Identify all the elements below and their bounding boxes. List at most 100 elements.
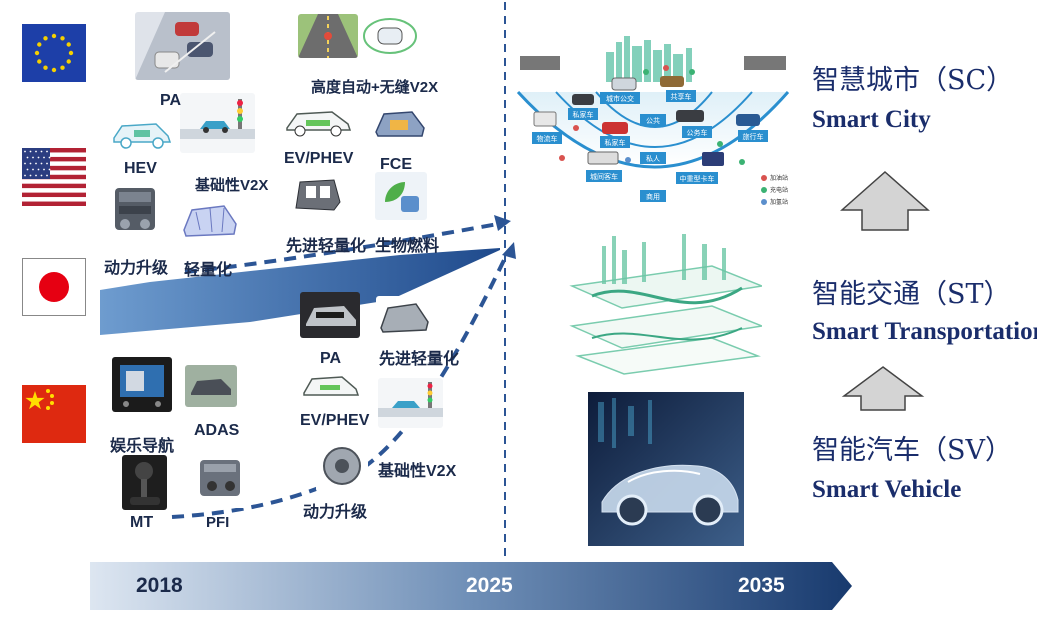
lower-dashed-arrow bbox=[171, 251, 510, 519]
public-tag: 公共 bbox=[646, 116, 660, 125]
eu-star-icon bbox=[51, 67, 57, 73]
china-flag bbox=[22, 385, 86, 443]
us-star-icon bbox=[48, 156, 51, 159]
private-car-tag-2: 私家车 bbox=[605, 138, 626, 147]
mt-label: MT bbox=[130, 514, 154, 531]
infotainment-screen-image bbox=[112, 357, 172, 412]
powertrain-label: 动力升级 bbox=[104, 260, 169, 277]
us-star-icon bbox=[48, 168, 51, 171]
us-star-icon bbox=[32, 156, 34, 159]
us-star-icon bbox=[29, 162, 32, 165]
eu-star-icon bbox=[37, 42, 42, 47]
sensor-car-image bbox=[360, 14, 420, 58]
legend-hydrogen: 加氢站 bbox=[770, 198, 788, 206]
bus-tag: 公务车 bbox=[687, 128, 708, 137]
heavy-truck-tag: 中重型卡车 bbox=[680, 174, 715, 183]
ev-phev-car-image bbox=[282, 98, 357, 142]
smart-transport-en-title: Smart Transportation bbox=[812, 318, 1037, 345]
us-star-icon bbox=[40, 162, 43, 165]
us-star-icon bbox=[37, 168, 40, 171]
year-2018: 2018 bbox=[136, 574, 183, 597]
private-car-tag-1: 私家车 bbox=[573, 110, 594, 119]
eu-star-icon bbox=[68, 50, 74, 56]
smart-vehicle-image bbox=[588, 392, 744, 546]
up-arrow-top bbox=[840, 170, 930, 231]
smart-city-zh-title: 智慧城市（SC） bbox=[812, 65, 1014, 96]
year-2025: 2025 bbox=[466, 574, 513, 597]
us-star-icon bbox=[24, 162, 26, 165]
smart-city-en-title: Smart City bbox=[812, 106, 931, 133]
china-big-star-icon bbox=[25, 391, 45, 410]
manual-gearshift-image bbox=[122, 455, 167, 510]
pa-label-lower: PA bbox=[320, 350, 342, 367]
smart-vehicle-zh-title: 智能汽车（SV） bbox=[812, 435, 1012, 466]
shared-car-tag: 共享车 bbox=[671, 92, 692, 101]
adas-car-image bbox=[185, 365, 237, 407]
timeline-bar bbox=[90, 562, 852, 610]
legend-fuel: 加油站 bbox=[770, 174, 788, 182]
eu-star-icon bbox=[37, 59, 42, 64]
us-star-icon bbox=[26, 156, 29, 159]
v2x-intersection-image bbox=[180, 93, 255, 153]
hev-car-image bbox=[108, 106, 176, 154]
city-bus-tag: 城市公交 bbox=[606, 94, 634, 103]
powertrain-engine-image-lower bbox=[316, 440, 368, 492]
highway-image bbox=[298, 14, 358, 58]
us-flag bbox=[22, 148, 86, 206]
us-star-icon bbox=[35, 174, 37, 177]
ev-phev-label-lower: EV/PHEV bbox=[300, 412, 370, 429]
eu-star-icon bbox=[60, 36, 65, 41]
eu-star-icon bbox=[34, 50, 40, 56]
us-star-icon bbox=[40, 174, 43, 177]
eu-star-icon bbox=[43, 36, 48, 41]
biofuel-label: 生物燃料 bbox=[375, 238, 440, 255]
high-auto-v2x-label: 高度自动+无缝V2X bbox=[311, 79, 439, 96]
private-tag: 私人 bbox=[646, 154, 660, 163]
us-star-icon bbox=[46, 150, 48, 153]
hev-label: HEV bbox=[124, 160, 157, 177]
smart-city-map: 城市公交 共享车 私家车 私家车 公共 物流车 公务车 旅行车 私人 城间客车 … bbox=[516, 36, 790, 206]
eu-star-icon bbox=[43, 65, 48, 70]
adv-lightweight-body-image-lower bbox=[376, 296, 431, 340]
basic-v2x-label-lower: 基础性V2X bbox=[378, 463, 457, 480]
engine-image bbox=[107, 178, 162, 248]
v2x-intersection-image-lower bbox=[378, 378, 443, 428]
legend-charge: 充电站 bbox=[770, 186, 788, 194]
adv-lightweight-label-lower: 先进轻量化 bbox=[379, 351, 460, 368]
upper-dashed-arrow bbox=[184, 222, 499, 274]
smart-transport-zh-title: 智能交通（ST） bbox=[812, 279, 1011, 310]
us-star-icon bbox=[37, 156, 40, 159]
powertrain-label-lower: 动力升级 bbox=[303, 504, 368, 521]
year-2035: 2035 bbox=[738, 574, 785, 597]
us-star-icon bbox=[32, 168, 34, 171]
infotainment-label: 娱乐导航 bbox=[110, 438, 175, 455]
development-wedge-arrow bbox=[100, 248, 500, 335]
pa-label: PA bbox=[160, 92, 182, 109]
us-star-icon bbox=[35, 150, 37, 153]
fuel-cell-car-image bbox=[372, 100, 427, 148]
smart-transportation-layers bbox=[569, 234, 762, 375]
pfi-engine-image bbox=[190, 448, 250, 508]
eu-star-icon bbox=[51, 33, 57, 39]
lightweight-body-image bbox=[178, 196, 240, 244]
adas-label: ADAS bbox=[194, 422, 240, 439]
us-star-icon bbox=[40, 150, 43, 153]
fce-label: FCE bbox=[380, 156, 412, 173]
us-star-icon bbox=[46, 174, 48, 177]
pfi-label: PFI bbox=[206, 514, 230, 531]
pa-car-image-lower bbox=[300, 292, 360, 338]
up-arrow-bottom bbox=[841, 366, 925, 411]
eu-star-icon bbox=[66, 59, 71, 64]
us-star-icon bbox=[29, 174, 32, 177]
ev-phev-label: EV/PHEV bbox=[284, 150, 354, 167]
us-star-icon bbox=[35, 162, 37, 165]
lightweight-label: 轻量化 bbox=[184, 262, 233, 279]
us-star-icon bbox=[29, 150, 32, 153]
adv-lightweight-frame-image bbox=[290, 172, 345, 217]
eu-star-icon bbox=[66, 42, 71, 47]
us-star-icon bbox=[24, 174, 26, 177]
eu-star-icon bbox=[60, 65, 65, 70]
city-shuttle-tag: 城间客车 bbox=[590, 172, 618, 181]
commercial-tag: 商用 bbox=[646, 192, 660, 201]
